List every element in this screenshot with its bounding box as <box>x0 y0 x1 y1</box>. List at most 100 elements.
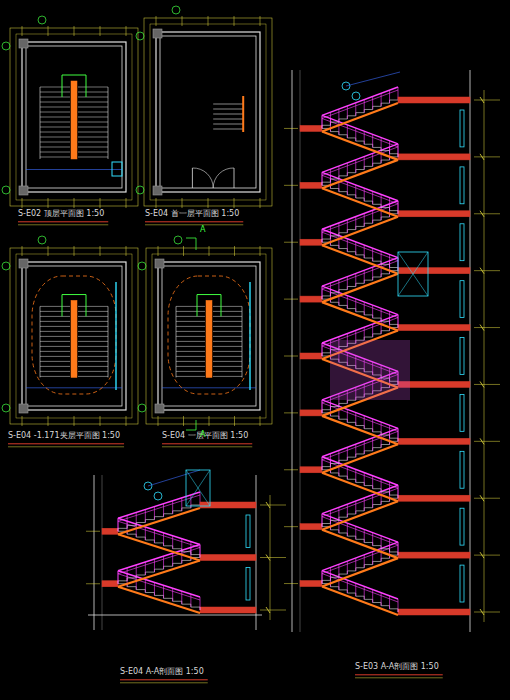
cad-stroke <box>19 404 28 413</box>
cad-stroke <box>71 81 77 159</box>
cad-stroke <box>40 107 70 108</box>
cad-stroke <box>162 387 256 388</box>
cad-stroke <box>78 306 108 307</box>
cad-stroke <box>364 586 365 599</box>
cad-stroke <box>213 109 243 110</box>
cad-stroke <box>22 262 126 410</box>
cad-stroke <box>78 341 108 342</box>
cad-stroke <box>40 361 70 362</box>
cad-stroke <box>126 198 127 208</box>
cad-stroke <box>460 167 464 204</box>
cad-stroke <box>213 376 242 377</box>
cad-stroke <box>176 331 205 332</box>
cad-stroke <box>398 268 470 274</box>
cad-stroke <box>347 220 348 233</box>
cad-stroke <box>322 571 398 599</box>
cad-stroke <box>78 87 108 88</box>
cad-stroke <box>118 571 119 584</box>
cad-stroke <box>40 351 70 352</box>
cad-stroke <box>389 255 390 268</box>
cad-stroke <box>292 70 293 632</box>
cad-stroke <box>213 316 242 317</box>
cad-stroke <box>78 122 108 123</box>
cad-stroke <box>381 251 382 264</box>
cad-stroke <box>355 103 356 116</box>
cad-stroke <box>118 495 200 521</box>
cad-stroke <box>78 152 108 153</box>
cad-stroke <box>322 232 398 260</box>
cad-stroke <box>213 331 242 332</box>
cad-stroke <box>266 555 270 561</box>
cad-stroke <box>118 561 200 587</box>
cad-stroke <box>364 245 365 258</box>
cad-stroke <box>19 186 28 195</box>
cad-stroke <box>322 315 398 343</box>
cad-stroke <box>355 469 356 482</box>
cad-stroke <box>100 416 101 426</box>
cad-stroke <box>322 400 398 428</box>
cad-stroke <box>398 609 470 615</box>
drawing-title: S-E04 首一层平面图 1:50 <box>145 210 239 219</box>
cad-stroke <box>284 526 298 527</box>
cad-stroke <box>364 529 365 542</box>
cad-stroke <box>381 422 382 435</box>
cad-stroke <box>322 261 398 289</box>
cad-stroke <box>26 46 122 188</box>
cad-stroke <box>372 476 373 489</box>
cad-stroke <box>221 295 222 317</box>
cad-stroke <box>460 224 464 261</box>
cad-stroke <box>338 166 339 179</box>
cad-stroke <box>213 351 242 352</box>
cad-stroke <box>398 552 470 558</box>
cad-stroke <box>162 443 252 444</box>
cad-stroke <box>338 450 339 463</box>
cad-stroke <box>40 122 70 123</box>
cad-stroke <box>213 129 243 130</box>
cad-stroke <box>260 505 286 506</box>
cad-stroke <box>322 545 398 573</box>
cad-stroke <box>145 224 243 225</box>
cad-stroke <box>355 558 356 571</box>
cad-stroke <box>234 198 235 208</box>
cad-stroke <box>174 236 182 244</box>
cad-stroke <box>364 131 365 144</box>
cad-stroke <box>480 609 484 615</box>
cad-stroke <box>163 533 164 546</box>
cad-stroke <box>322 188 398 216</box>
cad-stroke <box>322 587 398 615</box>
cad-stroke <box>389 425 390 438</box>
cad-stroke <box>213 321 242 322</box>
cad-stroke <box>108 87 109 159</box>
cad-stroke <box>300 239 322 245</box>
cad-stroke <box>398 252 428 296</box>
cad-stroke <box>355 242 356 255</box>
cad-stroke <box>355 583 356 596</box>
cad-stroke <box>322 87 398 115</box>
cad-stroke <box>183 416 184 426</box>
cad-stroke <box>22 42 126 192</box>
cad-stroke <box>78 132 108 133</box>
cad-stroke <box>381 479 382 492</box>
cad-stroke <box>398 485 399 498</box>
cad-stroke <box>322 530 398 558</box>
cad-stroke <box>40 132 70 133</box>
cad-stroke <box>322 258 398 286</box>
cad-stroke <box>2 186 10 194</box>
cad-stroke <box>347 182 348 195</box>
cad-stroke <box>126 246 127 256</box>
cad-stroke <box>330 283 331 296</box>
cad-stroke <box>381 150 382 163</box>
cad-stroke <box>398 495 470 501</box>
cad-stroke <box>74 416 75 426</box>
drawing-title: S-E04 A-A剖面图 1:50 <box>120 668 204 677</box>
cad-stroke <box>300 70 301 632</box>
cad-stroke <box>330 454 331 467</box>
cad-stroke <box>480 438 484 444</box>
cad-stroke <box>322 514 398 542</box>
cad-stroke <box>40 311 70 312</box>
stair-steps <box>118 584 200 610</box>
cad-stroke <box>112 162 122 176</box>
cad-stroke <box>172 553 173 566</box>
cad-stroke <box>347 106 348 119</box>
cad-stroke <box>158 246 159 256</box>
